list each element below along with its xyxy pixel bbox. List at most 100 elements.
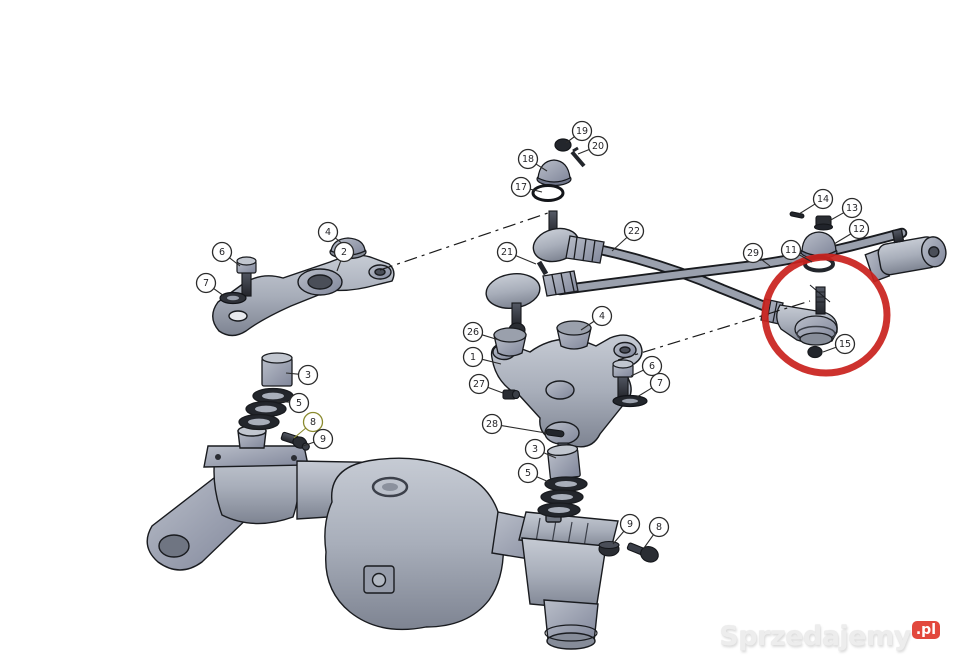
callout-number: 3 <box>532 444 538 455</box>
bellcrank-eye-right-hole <box>619 346 631 354</box>
bushing-top <box>546 444 579 456</box>
callout-number: 2 <box>341 247 347 258</box>
callout-leader <box>630 369 644 377</box>
callout-balloon <box>587 135 609 157</box>
callout-balloon <box>742 242 764 264</box>
callout-14: 14 <box>798 188 834 215</box>
callout-balloon <box>649 372 671 394</box>
nut-part-9-bottom <box>598 540 620 557</box>
center-steering-arm <box>490 334 643 471</box>
grease-fitting-8-9 <box>280 431 310 451</box>
callout-18: 18 <box>517 148 548 172</box>
callout-6: 6 <box>211 241 241 267</box>
callout-21: 21 <box>496 241 537 265</box>
callout-28: 28 <box>481 413 547 435</box>
kingpin-bushing-left <box>238 352 294 431</box>
ring-part-17 <box>531 184 565 202</box>
bushing-part-26 <box>493 327 527 357</box>
stud-pointer-line <box>809 284 831 303</box>
callout-leader <box>530 188 543 193</box>
callout-balloon <box>571 120 593 142</box>
axle-diff-housing <box>324 457 505 631</box>
callout-balloon <box>641 355 663 377</box>
seal-ring <box>537 502 581 518</box>
callout-balloon <box>812 188 834 210</box>
flange-stud <box>215 454 221 460</box>
callout-leader <box>213 288 225 297</box>
bushing-top <box>493 327 527 343</box>
tre-bottom-cap <box>799 332 833 346</box>
tie-rod <box>485 227 947 338</box>
callout-number: 28 <box>486 419 498 430</box>
cotter-pin-part-14 <box>789 211 805 219</box>
callout-number: 22 <box>628 226 640 237</box>
axle-diff-cover-ring <box>371 476 409 498</box>
callout-balloon <box>841 197 863 219</box>
callout-2: 2 <box>333 241 355 272</box>
collar-rings <box>551 271 575 295</box>
bolt-part-6-left <box>236 256 257 297</box>
callout-leader <box>302 441 315 447</box>
seal-ring <box>252 387 294 405</box>
callout-balloon <box>481 413 503 435</box>
pin-part-28 <box>545 428 565 438</box>
callout-number: 6 <box>649 361 655 372</box>
callout-7: 7 <box>636 372 671 398</box>
screw-part-20 <box>570 146 586 168</box>
callout-number: 26 <box>467 327 479 338</box>
callout-leader <box>636 387 653 398</box>
axle-front-plate-hole <box>371 572 387 588</box>
callout-9: 9 <box>612 513 641 545</box>
axle-diff-cover-hub <box>382 483 398 491</box>
callout-balloon <box>848 218 870 240</box>
callout-balloon <box>524 438 546 460</box>
callout-balloon <box>591 305 613 327</box>
callout-balloon <box>317 221 339 243</box>
callout-number: 6 <box>219 247 225 258</box>
front-axle-housing <box>146 418 619 650</box>
callout-number: 5 <box>525 468 531 479</box>
steering-arm-eye-hole <box>374 268 386 276</box>
boot-dome-part-12 <box>801 231 837 257</box>
callout-number: 7 <box>203 278 209 289</box>
callout-leader <box>543 452 557 459</box>
callout-leader <box>828 212 845 222</box>
clamp-screw-part-21 <box>536 260 549 276</box>
tre-top-stud <box>891 228 905 244</box>
tie-rod-body <box>556 229 906 294</box>
callout-leader <box>798 203 816 215</box>
assembly-line-2 <box>617 300 811 361</box>
callout-8: 8 <box>643 516 670 549</box>
callout-balloon <box>780 239 802 261</box>
callout-balloon <box>510 176 532 198</box>
callout-leader <box>229 257 241 267</box>
collar-rings <box>573 236 596 263</box>
callout-number: 7 <box>657 378 663 389</box>
bellcrank-center-boss <box>545 380 575 400</box>
callout-leader <box>535 163 548 172</box>
bolt-head <box>640 546 659 563</box>
callout-19: 19 <box>565 120 593 144</box>
callout-number: 8 <box>656 522 662 533</box>
seal-ring <box>544 476 588 492</box>
bolt-part-8-bottom <box>626 542 659 563</box>
bushing-top <box>261 352 293 364</box>
bushing-part-4-center <box>556 320 592 350</box>
callout-balloon <box>462 321 484 343</box>
callout-7: 7 <box>195 272 225 297</box>
callout-number: 12 <box>853 224 865 235</box>
callout-27: 27 <box>468 373 504 395</box>
bushing-top <box>556 320 592 336</box>
callout-number: 3 <box>305 370 311 381</box>
callout-balloon <box>288 392 310 414</box>
callout-number: 4 <box>325 227 331 238</box>
callout-number: 19 <box>576 126 588 137</box>
callout-1: 1 <box>462 346 502 368</box>
callout-balloon <box>312 428 334 450</box>
axle-right-bottom-lip <box>544 624 598 642</box>
callout-number: 17 <box>515 182 527 193</box>
callout-balloon <box>462 346 484 368</box>
callout-number: 11 <box>785 245 797 256</box>
callout-6: 6 <box>630 355 663 377</box>
watermark: Sprzedajemy.pl <box>719 621 940 652</box>
